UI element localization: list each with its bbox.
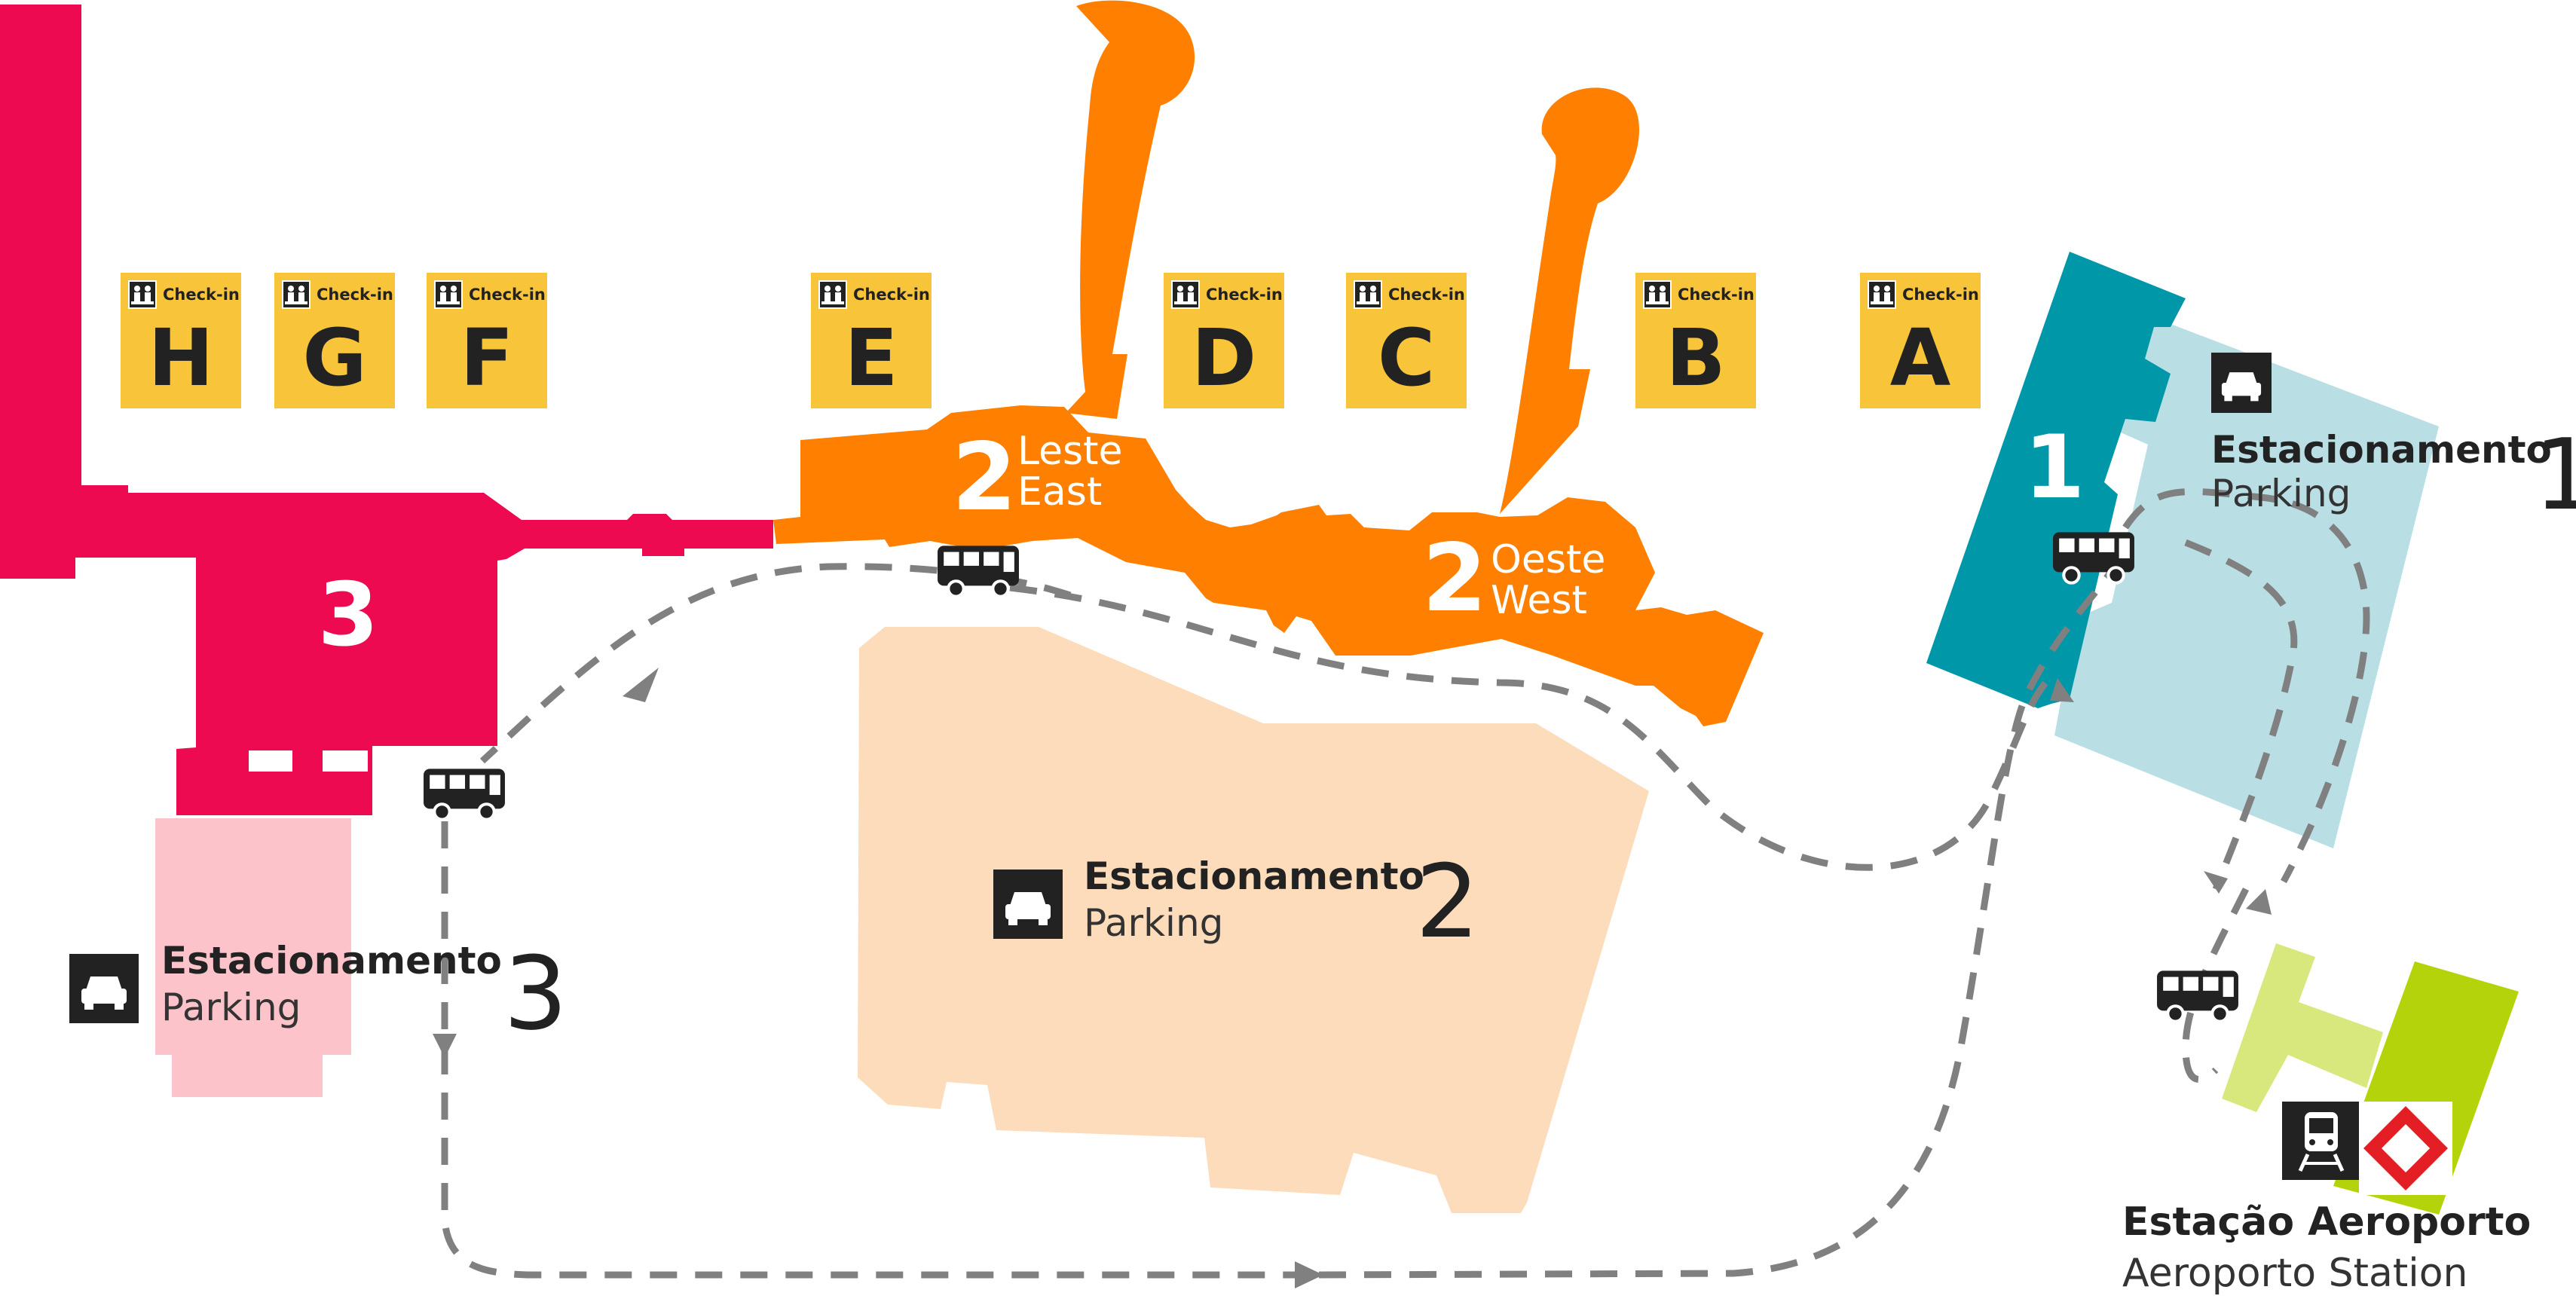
parking-number: 2 bbox=[1415, 843, 1480, 961]
checkin-letter: A bbox=[1889, 312, 1951, 404]
checkin-gate-h[interactable]: Check-in H bbox=[121, 273, 241, 408]
bus-icon[interactable] bbox=[424, 769, 505, 819]
terminal-2-west-name: Oeste bbox=[1491, 537, 1605, 582]
parking-label-3[interactable]: Estacionamento Parking 3 bbox=[69, 930, 568, 1058]
checkin-label: Check-in bbox=[1902, 286, 1979, 304]
parking-title: Estacionamento bbox=[1084, 854, 1424, 898]
route-p1-loop bbox=[2122, 487, 2370, 884]
car-icon bbox=[2211, 353, 2272, 413]
checkin-label: Check-in bbox=[1388, 286, 1465, 304]
parking-area-3[interactable] bbox=[155, 818, 351, 1097]
checkin-label: Check-in bbox=[163, 286, 240, 304]
terminal-2-west-number: 2 bbox=[1422, 524, 1487, 633]
route-bottom bbox=[1318, 570, 2113, 1279]
terminal-3-building[interactable] bbox=[0, 5, 773, 815]
parking-subtitle: Parking bbox=[161, 986, 301, 1029]
terminal-2-east-name-en: East bbox=[1017, 469, 1102, 515]
parking-area-2[interactable] bbox=[858, 627, 1649, 1213]
checkin-icon bbox=[128, 280, 157, 309]
checkin-gate-a[interactable]: Check-in A bbox=[1860, 273, 1981, 408]
checkin-gate-f[interactable]: Check-in F bbox=[427, 273, 547, 408]
parking-title: Estacionamento bbox=[161, 939, 502, 983]
arrow-to-t3 bbox=[623, 668, 659, 702]
station-platform[interactable] bbox=[2222, 943, 2383, 1112]
cptm-logo-icon bbox=[2359, 1102, 2452, 1195]
terminal-2-building[interactable] bbox=[773, 0, 1764, 726]
terminal-2-east-number: 2 bbox=[952, 423, 1017, 532]
parking-title: Estacionamento bbox=[2211, 428, 2552, 472]
checkin-icon bbox=[1171, 280, 1200, 309]
bus-icon[interactable] bbox=[938, 546, 1019, 596]
train-icon bbox=[2282, 1102, 2360, 1180]
parking-number: 3 bbox=[503, 935, 568, 1053]
checkin-letter: C bbox=[1377, 312, 1436, 404]
car-icon bbox=[69, 954, 139, 1023]
checkin-gate-c[interactable]: Check-in C bbox=[1346, 273, 1467, 408]
checkin-icon bbox=[1643, 280, 1672, 309]
checkin-letter: E bbox=[844, 312, 898, 404]
checkin-gate-d[interactable]: Check-in D bbox=[1164, 273, 1284, 408]
checkin-letter: D bbox=[1191, 312, 1257, 404]
terminal-3-gap-left bbox=[249, 750, 292, 772]
parking-label-2[interactable]: Estacionamento Parking 2 bbox=[993, 843, 1480, 973]
checkin-label: Check-in bbox=[1206, 286, 1283, 304]
route-station-loop bbox=[2182, 887, 2250, 1083]
arrow-right-bottom bbox=[1295, 1261, 1323, 1288]
terminal-2-east-name: Leste bbox=[1017, 429, 1123, 474]
checkin-icon bbox=[1354, 280, 1382, 309]
checkin-label: Check-in bbox=[853, 286, 930, 304]
route-p3-loop bbox=[441, 821, 1319, 1279]
route-p1-inner bbox=[2184, 539, 2298, 891]
checkin-label: Check-in bbox=[1678, 286, 1755, 304]
checkin-letter: G bbox=[302, 312, 367, 404]
checkin-gate-e[interactable]: Check-in E bbox=[811, 273, 932, 408]
checkin-letter: B bbox=[1666, 312, 1726, 404]
parking-area-1[interactable] bbox=[2054, 309, 2439, 848]
checkin-gate-b[interactable]: Check-in B bbox=[1635, 273, 1756, 408]
checkin-gate-g[interactable]: Check-in G bbox=[274, 273, 395, 408]
station-subtitle: Aeroporto Station bbox=[2122, 1251, 2468, 1296]
parking-subtitle: Parking bbox=[1084, 901, 1224, 945]
parking-subtitle: Parking bbox=[2211, 472, 2351, 515]
checkin-icon bbox=[282, 280, 311, 309]
parking-number: 1 bbox=[2534, 417, 2576, 532]
arrow-up-t1 bbox=[2050, 678, 2074, 702]
route-arrows bbox=[433, 668, 2272, 1288]
arrow-up-station bbox=[2246, 889, 2272, 915]
bus-icon[interactable] bbox=[2157, 970, 2238, 1021]
checkin-label: Check-in bbox=[317, 286, 393, 304]
car-icon bbox=[993, 870, 1063, 939]
arrow-down-p1 bbox=[2204, 871, 2228, 894]
station-title: Estação Aeroporto bbox=[2122, 1200, 2532, 1245]
terminal-3-label: 3 bbox=[318, 564, 379, 666]
checkin-icon bbox=[818, 280, 847, 309]
checkin-icon bbox=[434, 280, 463, 309]
terminal-3-gap-right bbox=[323, 750, 368, 772]
checkin-label: Check-in bbox=[469, 286, 546, 304]
checkin-icon bbox=[1868, 280, 1896, 309]
terminal-1-building[interactable] bbox=[1926, 252, 2186, 708]
arrow-down-p3 bbox=[433, 1034, 457, 1058]
shuttle-routes bbox=[441, 487, 2370, 1279]
parking-label-1[interactable]: Estacionamento Parking 1 bbox=[2211, 353, 2576, 541]
terminal-2-west-name-en: West bbox=[1491, 578, 1587, 623]
checkin-letter: H bbox=[148, 312, 214, 404]
route-t2-to-t3 bbox=[479, 563, 1072, 764]
checkin-letter: F bbox=[460, 312, 514, 404]
terminal-1-label: 1 bbox=[2024, 417, 2085, 518]
